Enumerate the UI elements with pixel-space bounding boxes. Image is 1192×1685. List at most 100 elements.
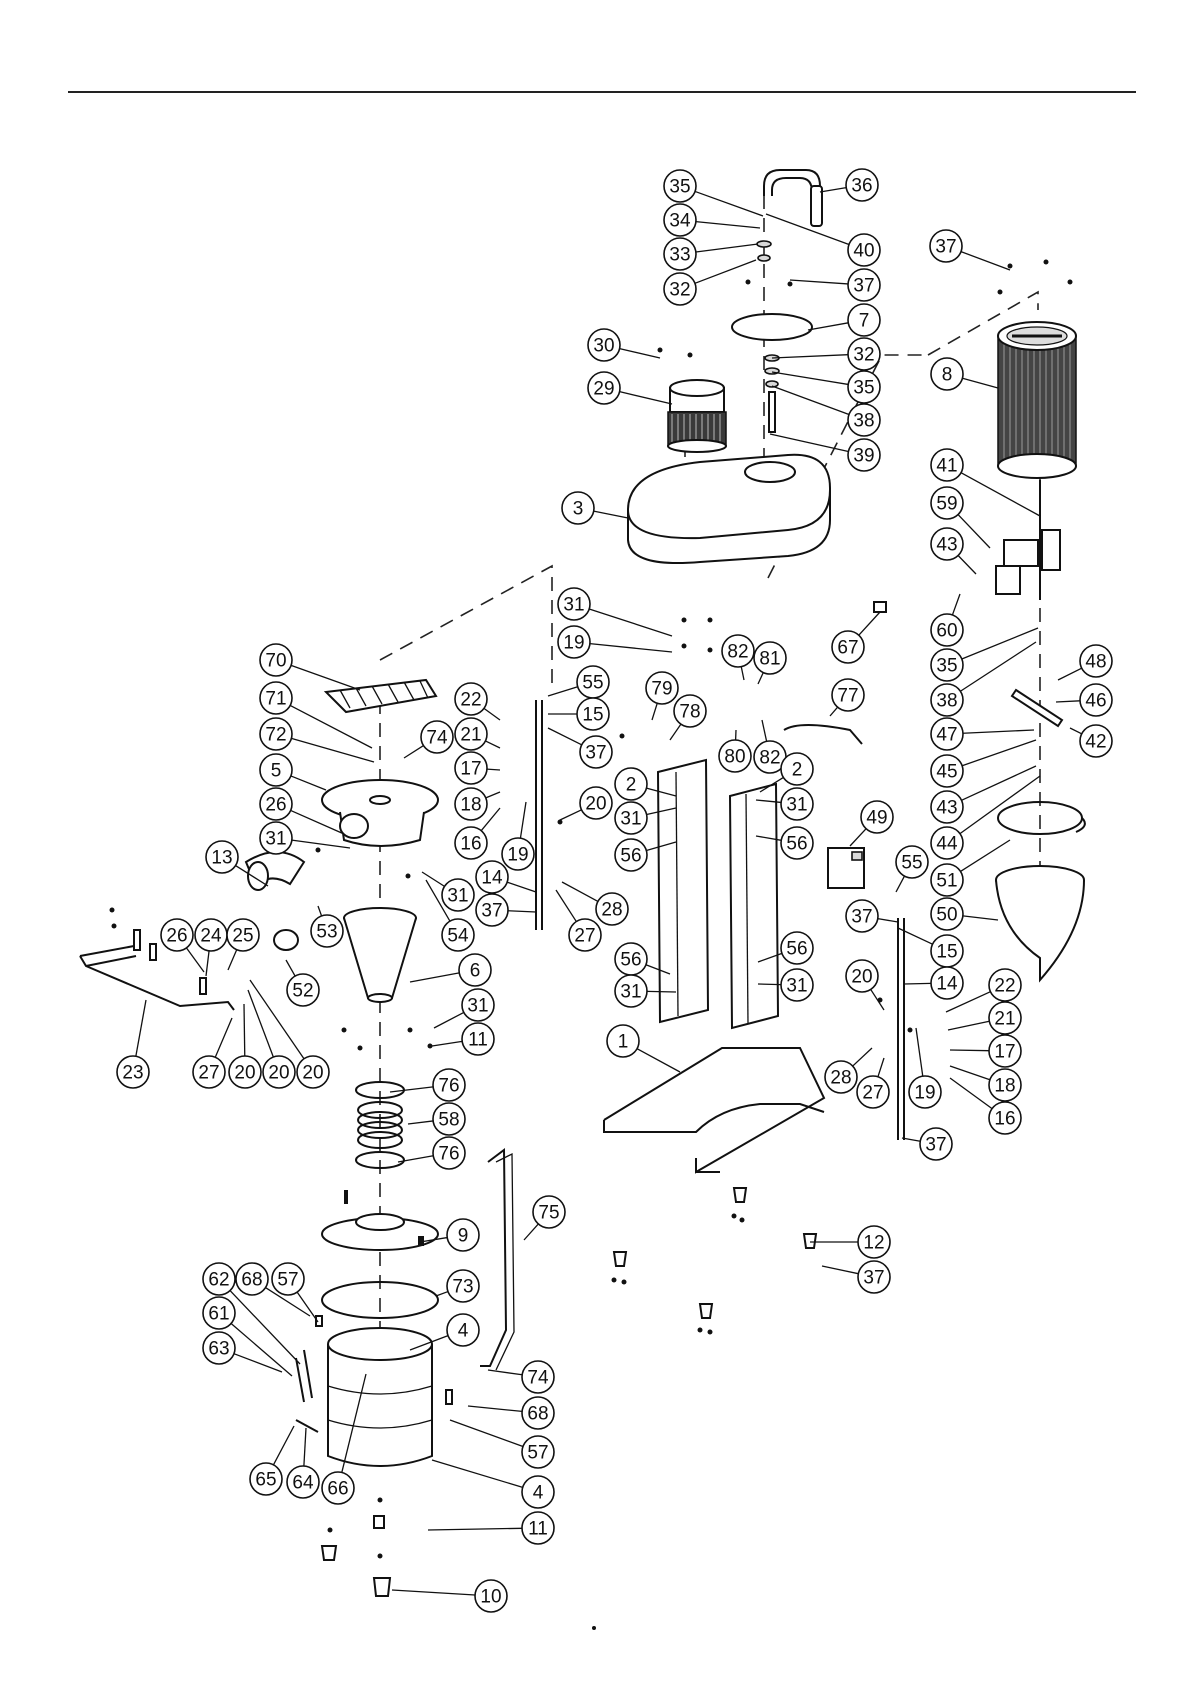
part-callout-30: 30 xyxy=(587,328,661,362)
callout-number: 59 xyxy=(936,494,957,515)
callout-circle xyxy=(579,786,613,820)
part-callout-18: 18 xyxy=(949,1065,1022,1102)
callout-leader-line xyxy=(949,1077,993,1110)
callout-leader-line xyxy=(227,949,238,971)
callout-number: 31 xyxy=(447,886,468,907)
callout-number: 49 xyxy=(866,808,887,829)
drum-clamp-parts xyxy=(295,1315,453,1433)
callout-leader-line xyxy=(289,704,373,749)
callout-leader-line xyxy=(695,243,759,253)
part-callout-21: 21 xyxy=(454,717,501,751)
callout-circle xyxy=(561,491,595,525)
part-callout-37: 37 xyxy=(901,1127,953,1161)
part-callout-43: 43 xyxy=(930,527,977,575)
callout-number: 15 xyxy=(936,942,957,963)
part-callout-11: 11 xyxy=(431,1022,495,1056)
callout-leader-line xyxy=(961,627,1039,660)
callout-leader-line xyxy=(619,391,673,405)
callout-number: 42 xyxy=(1085,732,1106,753)
part-callout-27: 27 xyxy=(192,1017,233,1089)
part-callout-68: 68 xyxy=(467,1396,555,1430)
part-callout-24: 24 xyxy=(194,918,228,977)
inlet-elbow xyxy=(244,851,306,891)
callout-leader-line xyxy=(435,1290,449,1297)
callout-circle xyxy=(673,694,707,728)
callout-number: 71 xyxy=(265,689,286,710)
callout-leader-line xyxy=(403,745,424,759)
callout-number: 37 xyxy=(851,907,872,928)
callout-circle xyxy=(249,1462,283,1496)
callout-number: 20 xyxy=(302,1063,323,1084)
callout-number: 31 xyxy=(563,595,584,616)
part-callout-29: 29 xyxy=(587,371,673,405)
callout-leader-line xyxy=(771,371,849,386)
callout-circle xyxy=(432,1136,466,1170)
callout-leader-line xyxy=(290,809,345,835)
callout-number: 57 xyxy=(527,1443,548,1464)
callout-number: 55 xyxy=(582,673,603,694)
callout-circle xyxy=(475,893,509,927)
callout-leader-line xyxy=(771,385,850,416)
callout-number: 31 xyxy=(467,996,488,1017)
part-callout-33: 33 xyxy=(663,237,759,271)
callout-leader-line xyxy=(230,1322,293,1377)
callout-leader-line xyxy=(895,875,906,893)
callout-circle xyxy=(454,717,488,751)
callout-leader-line xyxy=(229,1290,301,1365)
callout-circle xyxy=(919,1127,953,1161)
callout-leader-line xyxy=(852,1047,873,1067)
callout-circle xyxy=(454,826,488,860)
callout-number: 50 xyxy=(936,905,957,926)
part-callout-19: 19 xyxy=(557,625,673,659)
part-callout-20: 20 xyxy=(249,979,330,1089)
callout-circle xyxy=(441,918,475,952)
callout-number: 67 xyxy=(837,638,858,659)
part-callout-11: 11 xyxy=(427,1511,555,1545)
callout-number: 73 xyxy=(452,1277,473,1298)
part-callout-53: 53 xyxy=(310,905,344,948)
part-callout-60: 60 xyxy=(930,593,964,647)
callout-leader-line xyxy=(769,433,849,453)
callout-circle xyxy=(780,931,814,965)
part-callout-26: 26 xyxy=(259,787,345,835)
callout-number: 26 xyxy=(166,926,187,947)
part-callout-58: 58 xyxy=(407,1102,466,1136)
callout-circle xyxy=(663,272,697,306)
part-callout-65: 65 xyxy=(249,1425,295,1496)
callout-circle xyxy=(432,1068,466,1102)
callout-circle xyxy=(441,878,475,912)
callout-leader-line xyxy=(421,871,445,887)
part-callout-19: 19 xyxy=(501,801,535,871)
callout-number: 52 xyxy=(292,981,313,1002)
callout-circle xyxy=(587,328,621,362)
callout-circle xyxy=(235,1262,269,1296)
callout-number: 68 xyxy=(241,1270,262,1291)
callout-number: 14 xyxy=(936,974,958,995)
callout-circle xyxy=(228,1055,262,1089)
callout-number: 55 xyxy=(901,853,922,874)
callout-leader-line xyxy=(233,1353,283,1373)
callout-circle xyxy=(845,168,879,202)
callout-leader-line xyxy=(945,991,991,1013)
callout-circle xyxy=(1079,644,1113,678)
callout-leader-line xyxy=(487,1369,523,1376)
callout-number: 60 xyxy=(936,621,957,642)
callout-number: 27 xyxy=(862,1083,883,1104)
callout-leader-line xyxy=(636,1048,681,1073)
part-callout-52: 52 xyxy=(285,959,320,1007)
cyclone-cone xyxy=(343,907,417,1003)
part-callout-9: 9 xyxy=(419,1218,480,1252)
callout-circle xyxy=(856,1075,890,1109)
drum-gasket xyxy=(321,1281,439,1319)
callout-number: 68 xyxy=(527,1404,548,1425)
callout-circle xyxy=(860,800,894,834)
callout-number: 81 xyxy=(759,649,780,670)
callout-number: 82 xyxy=(727,642,748,663)
callout-circle xyxy=(847,303,881,337)
base-plate xyxy=(603,1047,826,1174)
callout-circle xyxy=(930,790,964,824)
callout-circle xyxy=(930,863,964,897)
part-callout-17: 17 xyxy=(454,751,501,785)
callout-leader-line xyxy=(646,990,677,993)
